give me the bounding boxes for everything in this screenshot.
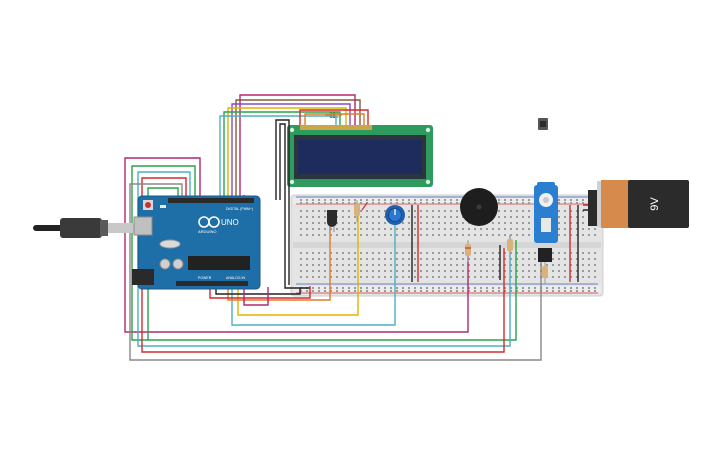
arduino-uno[interactable]: UNO ARDUINO DIGITAL (PWM~) POWER ANALOG … [132, 195, 261, 290]
breadboard[interactable] [290, 194, 604, 297]
lcd-screen [298, 140, 422, 174]
lcd-pins [300, 125, 372, 130]
arduino-digital-label: DIGITAL (PWM~) [226, 207, 253, 211]
resistor-servo[interactable] [507, 235, 513, 255]
temperature-sensor[interactable] [327, 210, 337, 232]
pushbutton[interactable] [538, 118, 548, 130]
potentiometer[interactable] [385, 205, 405, 225]
battery-9v[interactable]: 9V [588, 180, 689, 228]
arduino-power-label: POWER [198, 276, 212, 280]
wires [124, 94, 579, 361]
arduino-analog-label: ANALOG IN [226, 276, 246, 280]
battery-voltage-label: 9V [649, 197, 661, 211]
arduino-brand-label: ARDUINO [198, 229, 216, 234]
piezo-buzzer[interactable] [460, 188, 498, 226]
resistor-buzzer[interactable] [465, 240, 471, 262]
lcd-display[interactable] [287, 125, 433, 187]
servo-motor[interactable] [534, 182, 558, 284]
resistor-led[interactable] [354, 200, 368, 222]
arduino-model-label: UNO [221, 218, 239, 227]
usb-cable[interactable] [33, 218, 144, 238]
